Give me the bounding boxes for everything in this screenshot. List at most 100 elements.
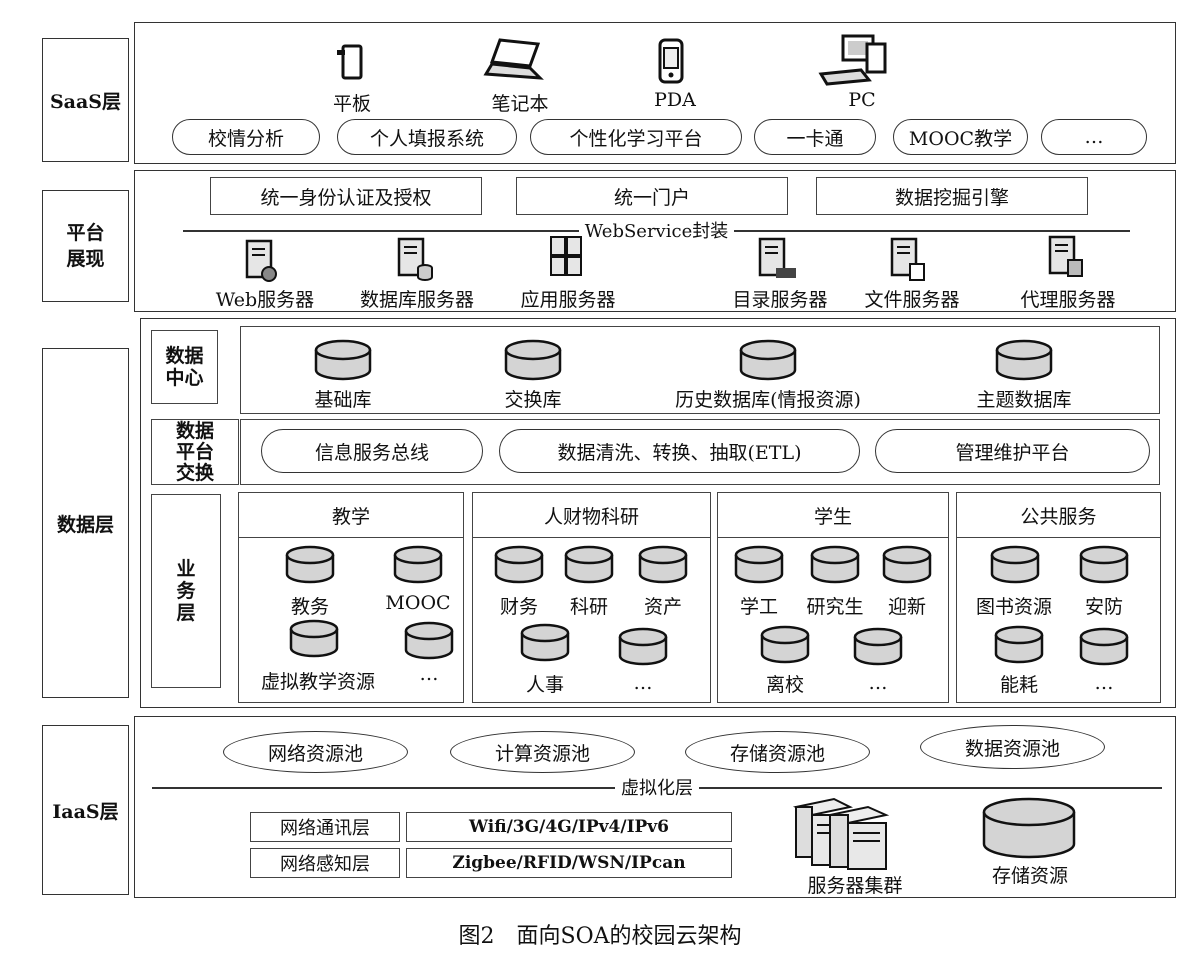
server-label-directory: 目录服务器 — [732, 289, 828, 311]
basic-db-icon — [312, 338, 374, 382]
db-label-exchange: 交换库 — [504, 389, 562, 411]
pda-icon — [656, 38, 686, 84]
saas-layer-label: SaaS层 — [42, 38, 129, 162]
db-label-energy: 能耗 — [999, 674, 1038, 696]
data-mining-engine-box: 数据挖掘引擎 — [816, 177, 1088, 215]
directory-server-icon — [756, 236, 800, 284]
server-label-database: 数据库服务器 — [359, 289, 474, 311]
db-label-keyan: 科研 — [569, 596, 608, 618]
unified-identity-box: 统一身份认证及授权 — [210, 177, 482, 215]
server-label-proxy: 代理服务器 — [1020, 289, 1116, 311]
virtualization-label: 虚拟化层 — [152, 774, 1162, 800]
db-icon-jiaowu — [284, 544, 336, 586]
db-icon-xuegong — [733, 544, 785, 586]
info-service-bus: 信息服务总线 — [261, 429, 483, 473]
db-icon-public-more — [1078, 626, 1130, 668]
device-label-pda: PDA — [654, 89, 696, 111]
etl-pipeline: 数据清洗、转换、抽取(ETL) — [499, 429, 860, 473]
app-campus-card[interactable]: 一卡通 — [754, 119, 876, 155]
db-label-zichan: 资产 — [643, 596, 682, 618]
app-personal-report[interactable]: 个人填报系统 — [337, 119, 517, 155]
unified-portal-box: 统一门户 — [516, 177, 788, 215]
data-exchange-label: 数据平台交换 — [151, 419, 239, 485]
db-label-jiaowu: 教务 — [290, 596, 329, 618]
db-label-library: 图书资源 — [975, 596, 1052, 618]
application-server-icon — [548, 234, 584, 280]
db-icon-yingxin — [881, 544, 933, 586]
db-label-finance-more: … — [633, 672, 653, 694]
group-finance-title: 人财物科研 — [472, 492, 711, 538]
server-cluster-label: 服务器集群 — [807, 875, 903, 897]
db-icon-caiwu — [493, 544, 545, 586]
network-comm-layer-name: 网络通讯层 — [250, 812, 400, 842]
database-server-icon — [395, 236, 435, 284]
db-icon-finance-more — [617, 626, 669, 668]
storage-resource-label: 存储资源 — [991, 865, 1068, 887]
app-more[interactable]: … — [1041, 119, 1147, 155]
db-label-security: 安防 — [1084, 596, 1123, 618]
device-label-laptop: 笔记本 — [491, 93, 549, 115]
server-cluster-icon — [790, 793, 894, 871]
db-label-history: 历史数据库(情报资源) — [675, 389, 861, 411]
network-comm-layer-value: Wifi/3G/4G/IPv4/IPv6 — [406, 812, 732, 842]
data-center-label: 数据中心 — [151, 330, 218, 404]
db-icon-library — [989, 544, 1041, 586]
db-icon-graduate — [809, 544, 861, 586]
db-icon-lixiao — [759, 624, 811, 666]
db-label-lixiao: 离校 — [765, 674, 804, 696]
db-label-students-more: … — [868, 672, 888, 694]
file-server-icon — [888, 236, 928, 284]
platform-layer-label: 平台展现 — [42, 190, 129, 302]
laptop-icon — [482, 38, 546, 84]
network-sense-layer-name: 网络感知层 — [250, 848, 400, 878]
storage-resource-pool: 存储资源池 — [685, 731, 870, 773]
figure-caption: 图2 面向SOA的校园云架构 — [458, 924, 742, 949]
history-db-icon — [737, 338, 799, 382]
device-label-pc: PC — [848, 89, 876, 111]
iaas-layer-label: IaaS层 — [42, 725, 129, 895]
tablet-icon — [337, 40, 367, 82]
db-label-mooc: MOOC — [385, 592, 451, 614]
server-label-file: 文件服务器 — [864, 289, 960, 311]
data-resource-pool: 数据资源池 — [920, 725, 1105, 769]
db-icon-keyan — [563, 544, 615, 586]
server-label-web: Web服务器 — [215, 289, 315, 311]
db-icon-zichan — [637, 544, 689, 586]
db-icon-mooc — [392, 544, 444, 586]
db-label-graduate: 研究生 — [806, 596, 864, 618]
db-label-public-more: … — [1094, 672, 1114, 694]
db-label-virtual-resources: 虚拟教学资源 — [260, 671, 375, 693]
db-label-topic: 主题数据库 — [976, 389, 1072, 411]
app-mooc-teaching[interactable]: MOOC教学 — [893, 119, 1028, 155]
app-xiaoqing-analysis[interactable]: 校情分析 — [172, 119, 320, 155]
network-resource-pool: 网络资源池 — [223, 731, 408, 773]
group-students-title: 学生 — [717, 492, 949, 538]
db-label-basic: 基础库 — [314, 389, 372, 411]
pc-icon — [817, 34, 889, 86]
db-icon-security — [1078, 544, 1130, 586]
maintenance-platform: 管理维护平台 — [875, 429, 1150, 473]
compute-resource-pool: 计算资源池 — [450, 731, 635, 773]
db-label-caiwu: 财务 — [499, 596, 538, 618]
webservice-label: WebService封装 — [183, 217, 1130, 243]
group-public-title: 公共服务 — [956, 492, 1161, 538]
web-server-icon — [243, 238, 279, 284]
network-sense-layer-value: Zigbee/RFID/WSN/IPcan — [406, 848, 732, 878]
exchange-db-icon — [502, 338, 564, 382]
business-layer-label: 业务层 — [151, 494, 221, 688]
db-icon-energy — [993, 624, 1045, 666]
db-label-teaching-more: … — [419, 663, 439, 685]
data-layer-label: 数据层 — [42, 348, 129, 698]
db-icon-students-more — [852, 626, 904, 668]
device-label-tablet: 平板 — [332, 93, 371, 115]
db-label-renshi: 人事 — [525, 674, 564, 696]
server-label-application: 应用服务器 — [520, 289, 616, 311]
topic-db-icon — [993, 338, 1055, 382]
app-personalized-learning[interactable]: 个性化学习平台 — [530, 119, 742, 155]
db-label-yingxin: 迎新 — [887, 596, 926, 618]
db-icon-teaching-more — [403, 620, 455, 662]
db-icon-virtual-resources — [288, 618, 340, 660]
group-teaching-title: 教学 — [238, 492, 464, 538]
db-icon-renshi — [519, 622, 571, 664]
db-label-xuegong: 学工 — [739, 596, 778, 618]
